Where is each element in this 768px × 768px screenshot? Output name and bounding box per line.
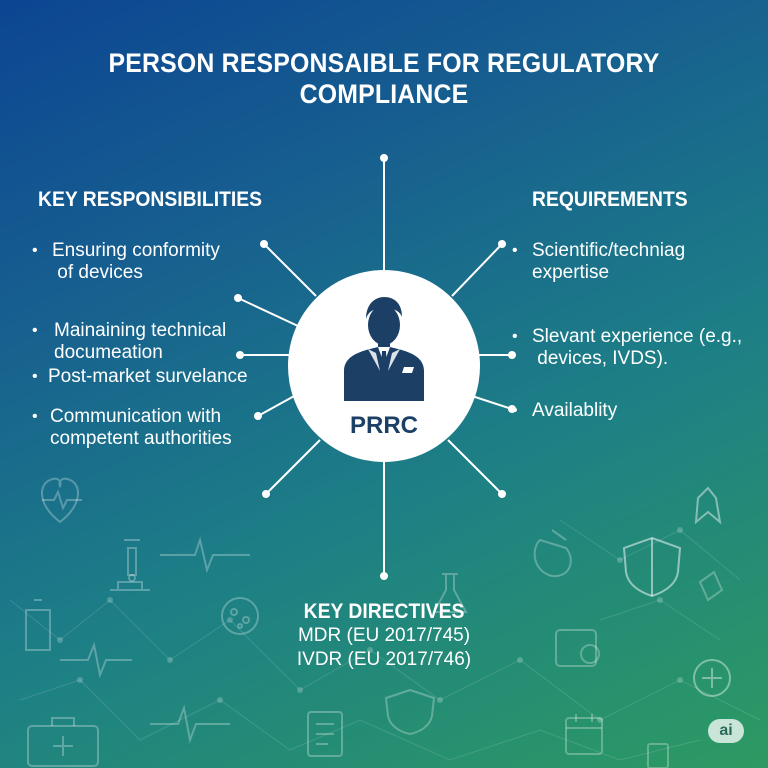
flask-icon xyxy=(25,573,468,651)
center-label: PRRC xyxy=(349,412,418,439)
key-directives-block: KEY DIRECTIVES MDR (EU 2017/745) IVDR (E… xyxy=(284,600,484,672)
microscope-icon xyxy=(110,539,150,591)
key-directives-heading: KEY DIRECTIVES xyxy=(303,600,465,623)
pill-bottle-icon xyxy=(555,629,669,768)
requirements-heading: REQUIREMENTS xyxy=(532,188,688,211)
bullet-icon: • xyxy=(32,322,38,339)
bullet-icon: • xyxy=(512,402,518,419)
directive-item: MDR (EU 2017/745) xyxy=(297,625,471,646)
list-item: • Mainaining technical documeation xyxy=(32,320,227,363)
page-title: PERSON RESPONSAIBLE FOR REGULATORY COMPL… xyxy=(108,48,660,109)
list-item: • Slevant experience (e.g., devices, IVD… xyxy=(512,326,743,369)
list-item: • Ensuring conformity of devices xyxy=(32,240,220,283)
directive-item: IVDR (EU 2017/746) xyxy=(296,649,472,670)
list-item: • Communication with competent authoriti… xyxy=(32,406,232,449)
bullet-icon: • xyxy=(32,242,38,259)
bullet-icon: • xyxy=(512,242,518,259)
medical-kit-icon xyxy=(27,717,99,767)
calendar-icon xyxy=(565,714,603,755)
shield-icon xyxy=(384,536,682,736)
bullet-icon: • xyxy=(32,408,38,425)
bacteria-icon xyxy=(221,597,259,635)
key-responsibilities-heading: KEY RESPONSIBILITIES xyxy=(38,188,263,211)
ai-badge: ai xyxy=(708,719,744,743)
bullet-icon: • xyxy=(512,328,518,345)
network-icon xyxy=(9,519,761,761)
list-item: • Post-market survelance xyxy=(32,366,248,387)
medication-icon xyxy=(533,486,722,578)
pulse-line-icon xyxy=(60,536,250,744)
person-suit-icon xyxy=(344,297,424,401)
medical-cross-icon xyxy=(693,570,731,697)
spoke-lines xyxy=(237,160,513,574)
spoke-nodes xyxy=(234,154,516,580)
list-item: • Scientific/techniag expertise xyxy=(512,240,686,283)
clipboard-icon xyxy=(307,711,343,757)
heart-rate-icon xyxy=(41,477,82,524)
list-item: • Availablity xyxy=(512,400,618,421)
bullet-icon: • xyxy=(32,368,38,385)
